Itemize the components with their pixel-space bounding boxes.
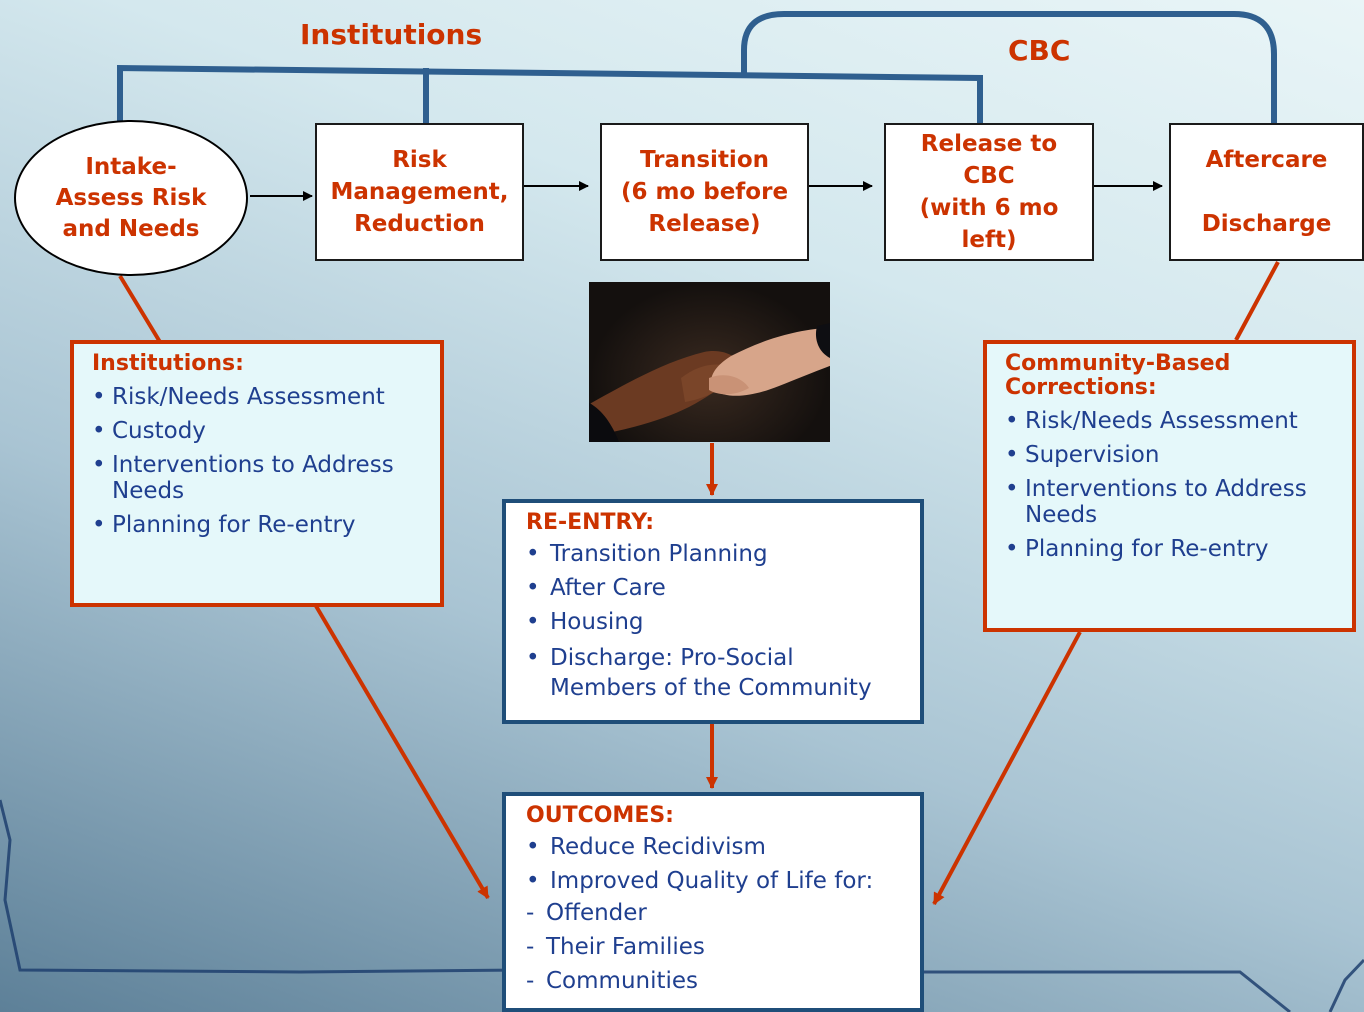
list-item: Improved Quality of Life for: (526, 868, 910, 894)
aftercare-node: Aftercare Discharge (1169, 123, 1364, 261)
list-item: After Care (526, 575, 910, 601)
list-item: Reduce Recidivism (526, 834, 910, 860)
institutions-panel-title: Institutions: (92, 351, 244, 376)
list-item: Transition Planning (526, 541, 910, 567)
list-item: Risk/Needs Assessment (92, 384, 430, 410)
list-item: Planning for Re-entry (92, 512, 430, 538)
list-item: Custody (92, 418, 430, 444)
institutions-header: Institutions (300, 18, 483, 51)
outcomes-panel: OUTCOMES: Reduce Recidivism Improved Qua… (502, 792, 924, 1012)
outcomes-panel-title: OUTCOMES: (526, 803, 674, 828)
list-item: Planning for Re-entry (1005, 536, 1342, 562)
cbc-panel-title: Community-Based Corrections: (1005, 351, 1231, 400)
list-item: Their Families (526, 934, 910, 960)
list-item: Communities (526, 968, 910, 994)
cbc-panel: Community-Based Corrections: Risk/Needs … (983, 340, 1356, 632)
list-item: Housing (526, 609, 910, 635)
institutions-panel: Institutions: Risk/Needs Assessment Cust… (70, 340, 444, 607)
list-item: Discharge: Pro-Social Members of the Com… (526, 643, 910, 703)
list-item: Interventions to Address Needs (92, 452, 430, 504)
reentry-panel: RE-ENTRY: Transition Planning After Care… (502, 499, 924, 724)
cbc-header: CBC (1008, 34, 1071, 67)
list-item: Risk/Needs Assessment (1005, 408, 1342, 434)
handshake-image (589, 282, 830, 442)
release-node: Release to CBC (with 6 mo left) (884, 123, 1094, 261)
list-item: Offender (526, 900, 910, 926)
reentry-panel-title: RE-ENTRY: (526, 510, 655, 535)
list-item: Interventions to Address Needs (1005, 476, 1342, 528)
intake-node: Intake- Assess Risk and Needs (14, 120, 248, 276)
risk-management-node: Risk Management, Reduction (315, 123, 524, 261)
transition-node: Transition (6 mo before Release) (600, 123, 809, 261)
list-item: Supervision (1005, 442, 1342, 468)
